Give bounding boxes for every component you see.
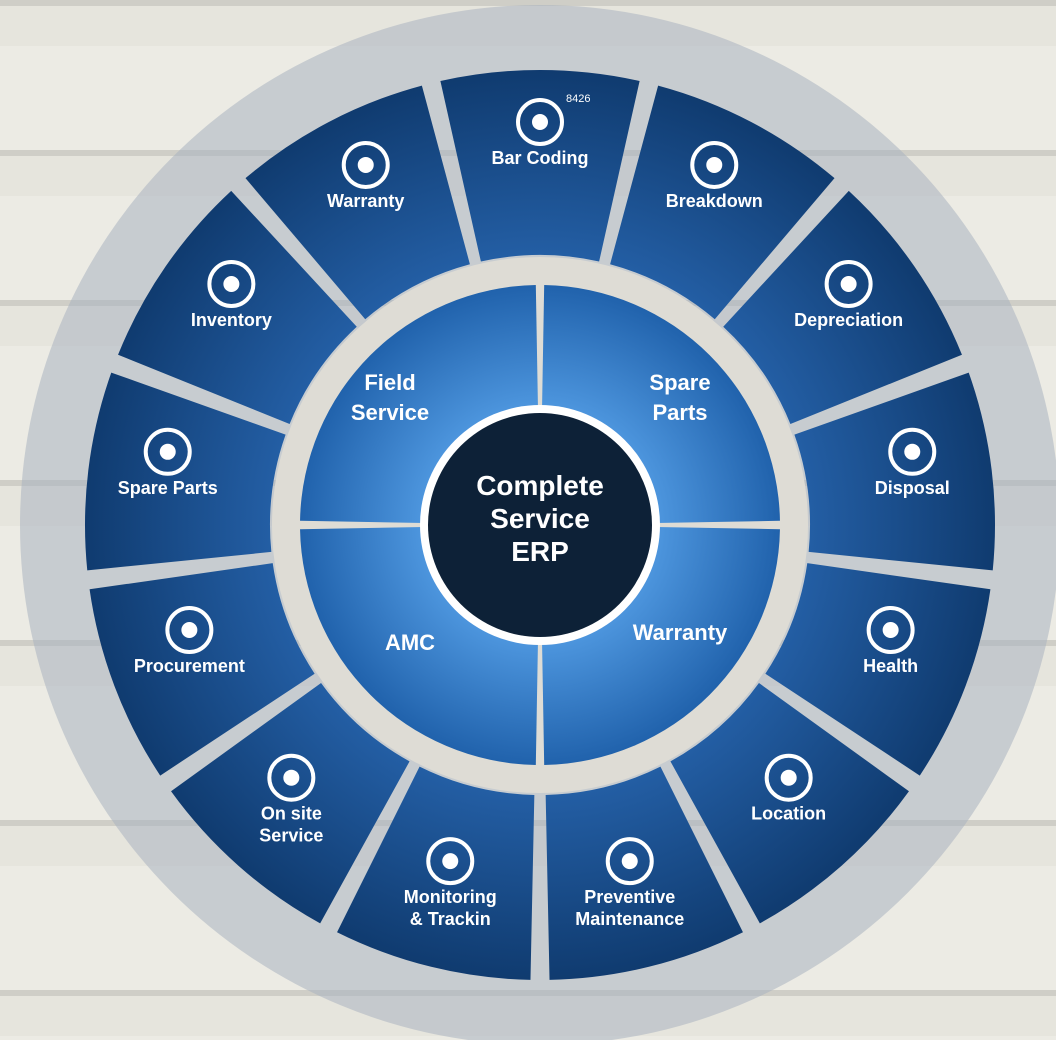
center-title: Complete bbox=[476, 470, 604, 501]
segment-label: Disposal bbox=[875, 478, 950, 498]
segment-label: Warranty bbox=[327, 191, 404, 211]
gears-icon bbox=[690, 140, 739, 189]
segment-disposal: Disposal bbox=[794, 372, 996, 571]
segment-wedge bbox=[84, 372, 286, 571]
segment-monitoring-trackin: Monitoring& Trackin bbox=[337, 766, 535, 980]
segment-label: Maintenance bbox=[575, 909, 684, 929]
segment-label: Procurement bbox=[134, 656, 245, 676]
segment-wedge bbox=[765, 563, 991, 776]
quadrant-label: Warranty bbox=[633, 620, 728, 645]
segment-wedge bbox=[245, 85, 470, 320]
center-title: Service bbox=[490, 503, 590, 534]
box-icon bbox=[207, 259, 256, 308]
quadrant-label: Spare bbox=[649, 370, 710, 395]
segment-wedge bbox=[89, 563, 315, 776]
eye-icon bbox=[426, 837, 475, 886]
segment-health: Health bbox=[765, 563, 991, 776]
segment-label: Depreciation bbox=[794, 310, 903, 330]
barcode-icon: 8426 bbox=[516, 93, 590, 146]
segment-label: Spare Parts bbox=[118, 478, 218, 498]
segment-label: Bar Coding bbox=[492, 148, 589, 168]
segment-label: Breakdown bbox=[666, 191, 763, 211]
segment-location: Location bbox=[670, 682, 909, 924]
center-title: ERP bbox=[511, 536, 569, 567]
segment-wedge bbox=[171, 682, 410, 924]
segment-wedge bbox=[440, 70, 640, 262]
segment-procurement: Procurement bbox=[89, 563, 315, 776]
segment-depreciation: Depreciation bbox=[723, 190, 962, 424]
checklist-icon bbox=[165, 605, 214, 654]
quadrant-label: Parts bbox=[652, 400, 707, 425]
segment-wedge bbox=[545, 766, 743, 980]
center-hub-disc bbox=[428, 413, 652, 637]
segment-label: Preventive bbox=[584, 887, 675, 907]
thumbs-up-wrench-icon bbox=[267, 753, 316, 802]
segment-wedge bbox=[610, 85, 835, 320]
award-badge-icon bbox=[341, 140, 390, 189]
segment-breakdown: Breakdown bbox=[610, 85, 835, 320]
segment-wedge bbox=[794, 372, 996, 571]
quadrant-label: AMC bbox=[385, 630, 435, 655]
cogs-icon bbox=[143, 427, 192, 476]
wrench-screwdriver-icon bbox=[605, 837, 654, 886]
trash-icon bbox=[888, 427, 937, 476]
segment-label: Inventory bbox=[191, 310, 272, 330]
segment-spare-parts: Spare Parts bbox=[84, 372, 286, 571]
segment-wedge bbox=[337, 766, 535, 980]
segment-inventory: Inventory bbox=[118, 190, 357, 424]
plank-seam bbox=[0, 0, 1056, 6]
segment-wedge bbox=[670, 682, 909, 924]
declining-chart-icon bbox=[824, 259, 873, 308]
segment-wedge bbox=[118, 190, 357, 424]
segment-label: Service bbox=[259, 826, 323, 846]
segment-label: Monitoring bbox=[404, 887, 497, 907]
segment-label: & Trackin bbox=[410, 909, 491, 929]
map-pin-icon bbox=[764, 753, 813, 802]
segment-wedge bbox=[723, 190, 962, 424]
medical-kit-icon bbox=[866, 605, 915, 654]
segment-warranty: Warranty bbox=[245, 85, 470, 320]
barcode-number: 8426 bbox=[566, 93, 590, 105]
quadrant-label: Service bbox=[351, 400, 429, 425]
segment-label: Location bbox=[751, 804, 826, 824]
segment-label: Health bbox=[863, 656, 918, 676]
segment-label: On site bbox=[261, 804, 322, 824]
quadrant-label: Field bbox=[364, 370, 415, 395]
